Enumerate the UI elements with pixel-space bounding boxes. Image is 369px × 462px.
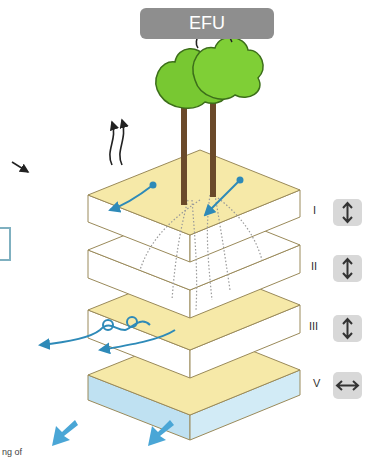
title-box: EFU [140,8,274,39]
layer-slab [88,150,300,262]
drainage-arrows [52,420,174,446]
direction-icons [333,199,362,399]
layer-number: II [311,260,317,272]
cut-off-caption: ng of [2,447,22,457]
layer-number: III [309,320,318,332]
trees [156,37,263,205]
box-title: EFU [189,13,225,34]
layer-number: V [313,377,320,389]
root-lines [140,195,262,310]
water-flow-arrows [40,178,243,351]
cut-off-box [0,228,10,260]
layer-number: I [313,204,316,216]
